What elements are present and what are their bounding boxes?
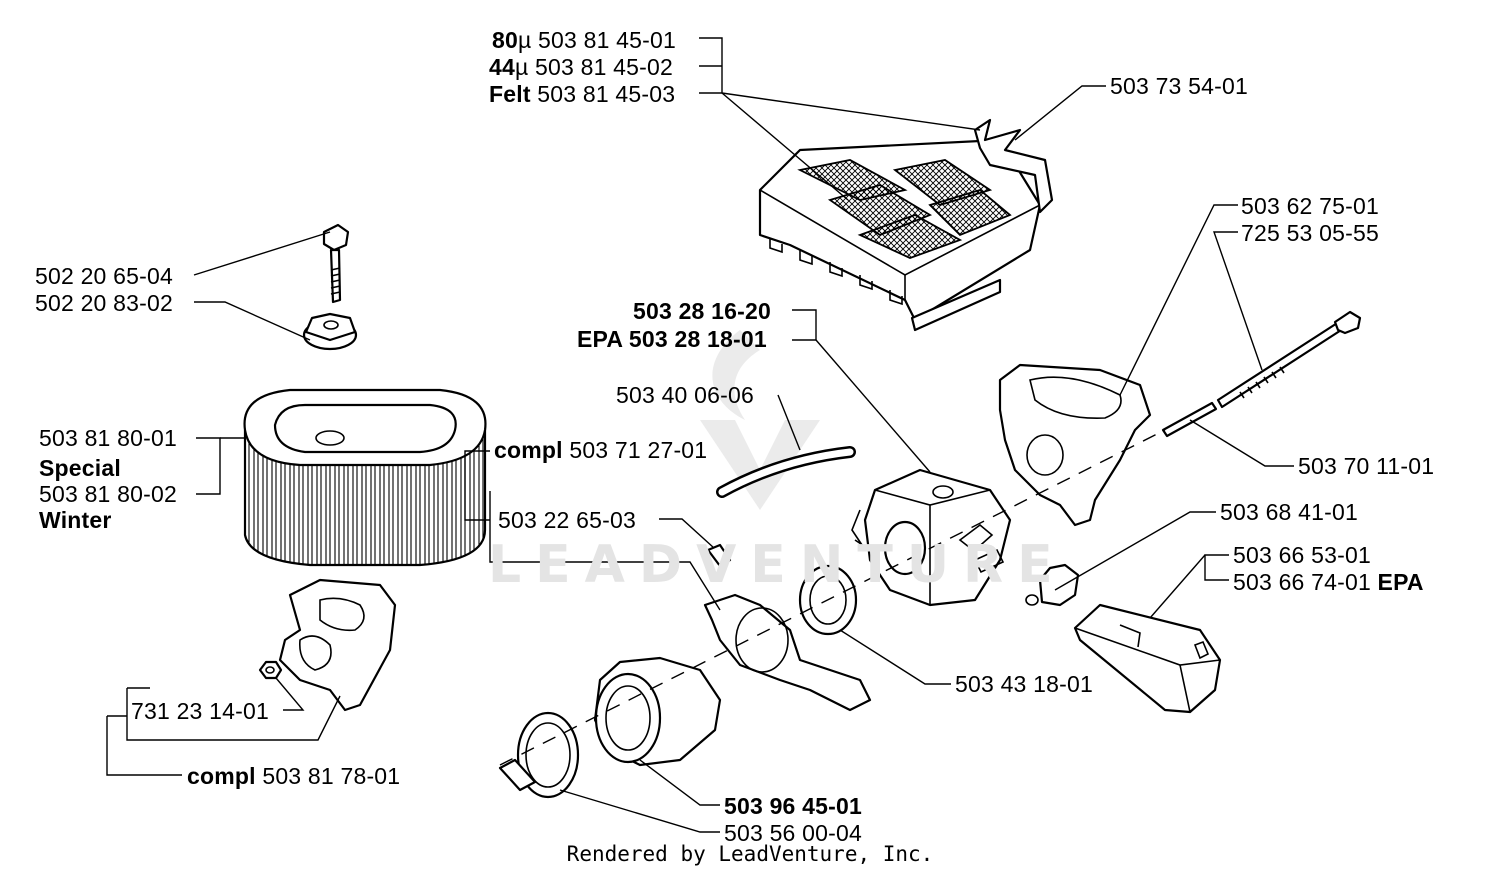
intake-manifold: [593, 656, 722, 767]
label-filter-winter: Winter: [39, 507, 112, 533]
air-filter-element: [243, 388, 487, 567]
filter-nut: [302, 312, 358, 351]
label-compl-upper: compl 503 71 27-01: [494, 437, 708, 463]
label-filter-felt: Felt 503 81 45-03: [489, 81, 676, 107]
grommet: [706, 543, 732, 568]
guide-block: [1073, 603, 1222, 714]
label-hose: 503 40 06-06: [616, 382, 754, 408]
label-filter-winter-no: 503 81 80-02: [39, 481, 177, 507]
label-plug: 503 68 41-01: [1220, 499, 1358, 525]
label-clamp: 503 56 00-04: [724, 820, 862, 846]
choke-plug: [1025, 563, 1080, 607]
watermark-logo: [700, 330, 820, 510]
label-filter-special-no: 503 81 80-01: [39, 425, 177, 451]
label-ring: 503 43 18-01: [955, 671, 1093, 697]
long-bolt: [1216, 310, 1362, 409]
cover-clip: [973, 118, 1054, 214]
label-cover-clip: 503 73 54-01: [1110, 73, 1248, 99]
small-washer: [258, 660, 283, 680]
label-washer: 731 23 14-01: [131, 698, 269, 724]
watermark-text: LEADVENTURE: [488, 535, 1067, 595]
label-compl-lower: compl 503 81 78-01: [187, 763, 401, 789]
intake-bracket: [703, 593, 872, 712]
label-nut: 502 20 83-02: [35, 290, 173, 316]
label-filter-80: 80µ 503 81 45-01: [492, 27, 676, 53]
footer-credit: Rendered by LeadVenture, Inc.: [566, 842, 934, 866]
label-filter-44: 44µ 503 81 45-02: [489, 54, 673, 80]
label-screw: 502 20 65-04: [35, 263, 173, 289]
label-manifold: 503 96 45-01: [724, 793, 862, 819]
label-rod: 503 70 11-01: [1298, 453, 1435, 479]
impulse-hose: [716, 446, 856, 498]
carb-adapter: [998, 363, 1152, 527]
label-bolt-top: 503 62 75-01: [1241, 193, 1379, 219]
spacer-rod: [1161, 401, 1218, 438]
label-block-epa: 503 66 74-01 EPA: [1233, 569, 1424, 595]
hose-clamp: [498, 711, 580, 799]
label-block-std: 503 66 53-01: [1233, 542, 1371, 568]
filter-holder: [278, 578, 397, 712]
carburetor: [851, 468, 1012, 607]
label-carb-std: 503 28 16-20: [633, 298, 771, 324]
label-carb-epa: EPA 503 28 18-01: [577, 326, 767, 352]
label-bolt-bottom: 725 53 05-55: [1241, 220, 1379, 246]
air-filter-cover: [758, 138, 1042, 332]
filter-screw: [322, 223, 350, 304]
label-bracket: 503 22 65-03: [498, 507, 636, 533]
leader-lines: [106, 37, 1294, 833]
label-filter-special: Special: [39, 455, 121, 481]
